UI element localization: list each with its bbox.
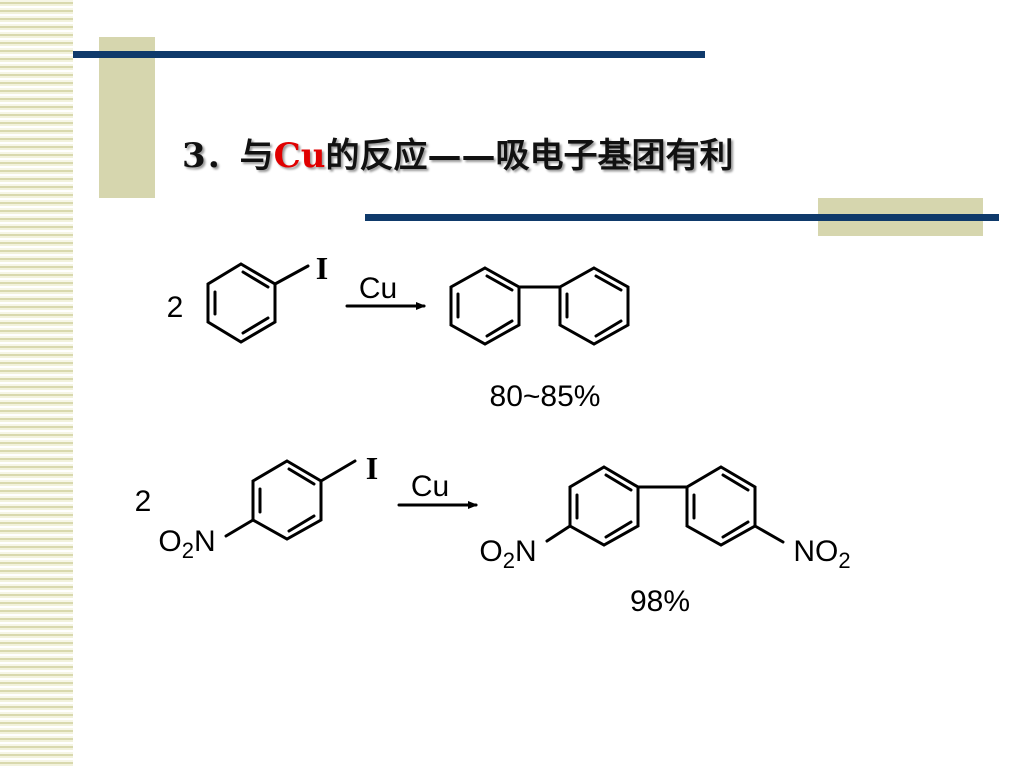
reaction2-product-left-cn-bond [545,524,572,543]
reaction2-coefficient: 2 [135,485,152,518]
title-suffix: 的反应——吸电子基团有利 [325,136,734,176]
reaction2-yield: 98% [630,585,690,618]
reaction2-product-ring-left [568,465,640,547]
reaction2-product-ring-right [685,465,757,547]
slide-title: 3．与Cu的反应——吸电子基团有利 [182,128,733,178]
reaction2-benzene-ring [251,459,323,541]
decorative-block-top [99,37,155,198]
reaction1-reagent: Cu [359,272,397,305]
reaction2-product-left-nitro-group: O2N [479,535,536,573]
reaction1-ci-bond [273,264,310,286]
reaction2-iodine-label: I [366,450,378,486]
reaction1-yield: 80~85% [490,380,601,413]
reaction1-iodine-label: I [316,250,328,286]
reaction2-cn-bond [224,518,255,538]
decorative-line-right [365,214,999,221]
reaction2-product-right-cn-bond [753,524,785,544]
left-stripe-border [0,0,73,768]
reaction2-nitro-group: O2N [158,525,215,563]
title-prefix: 3．与 [182,136,274,176]
reaction2-product-right-nitro-group: NO2 [793,535,850,573]
reaction1-product-ring-right [558,266,630,346]
reaction2-ci-bond [319,459,357,483]
title-accent: Cu [273,136,326,176]
reaction2-reagent: Cu [411,470,449,503]
reaction1-benzene-ring [206,262,277,344]
decorative-line-top [73,51,705,58]
reaction1-coefficient: 2 [167,291,184,324]
reaction1-product-ring-left [449,266,521,346]
